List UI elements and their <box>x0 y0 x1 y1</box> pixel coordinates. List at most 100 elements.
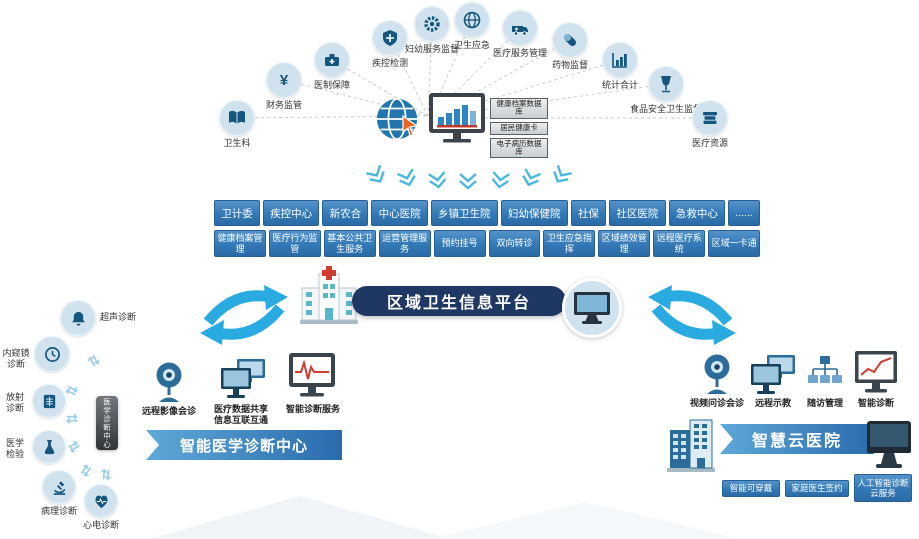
arc-item: 疾控检测 <box>354 20 426 69</box>
platform-monitor-badge <box>562 278 622 338</box>
org-button[interactable]: 社区医院 <box>609 200 666 226</box>
medkit-icon <box>314 42 350 78</box>
service-button[interactable]: 卫生应急指挥 <box>543 230 596 257</box>
down-arrow-icon <box>546 163 575 193</box>
watermark-triangle <box>150 496 450 539</box>
wine-glass-icon <box>648 66 684 102</box>
down-arrow-icon <box>364 163 393 193</box>
down-arrow-icon <box>517 166 543 194</box>
service-button[interactable]: 健康档案管理 <box>214 230 266 257</box>
watermark-triangle <box>430 502 740 539</box>
database-stack: 健康档案数据库 居民健康卡 电子病历数据库 <box>490 98 548 158</box>
service-button[interactable]: 区域绩效管理 <box>598 230 651 257</box>
pill-icon <box>552 22 588 58</box>
down-arrow-icon <box>458 172 478 195</box>
dual-monitors-icon <box>218 356 268 407</box>
stats-chart-icon <box>602 42 638 78</box>
org-button[interactable]: 急救中心 <box>668 200 726 226</box>
flask-icon <box>32 430 66 464</box>
ai-cloud-button[interactable]: 人工智能诊断云服务 <box>854 474 912 502</box>
database-box: 健康档案数据库 <box>490 98 548 119</box>
service-label: 远程影像会诊 <box>141 406 196 416</box>
diagnosis-center-banner: 智能医学诊断中心 <box>146 430 342 460</box>
hospital-building-icon <box>298 264 360 331</box>
arc-item: 卫生科 <box>201 100 273 149</box>
arc-item: 妇幼服务监督 <box>396 6 468 55</box>
service-button[interactable]: 基本公共卫生服务 <box>323 230 376 257</box>
book-icon <box>219 100 255 136</box>
exchange-arrow-icon: ⇄ <box>96 467 114 481</box>
arc-item-label: 医制保障 <box>313 80 350 90</box>
monitor-icon <box>574 292 610 324</box>
service-label: 医疗数据共享信息互联互通 <box>213 404 268 425</box>
network-globe-icon <box>454 2 490 38</box>
org-button[interactable]: 中心医院 <box>371 200 428 226</box>
satellite-label: 病理诊断 <box>40 506 77 516</box>
database-box: 居民健康卡 <box>490 121 548 135</box>
satellite-label: 医学检验 <box>5 438 24 459</box>
arc-item: 药物监督 <box>534 22 606 71</box>
satellite-label: 放射诊断 <box>5 392 24 413</box>
org-button[interactable]: 新农合 <box>322 200 369 226</box>
satellite-label: 超声诊断 <box>99 312 136 322</box>
cloud-hospital-building-icon <box>666 414 716 477</box>
down-arrow-icon <box>488 170 511 196</box>
down-arrow-icon <box>426 170 449 196</box>
organizations-row: 卫计委 疾控中心 新农合 中心医院 乡镇卫生院 妇幼保健院 社保 社区医院 急救… <box>214 200 761 226</box>
org-button[interactable]: 卫计委 <box>214 200 260 226</box>
org-button[interactable]: 社保 <box>570 200 607 226</box>
services-row: 健康档案管理 医疗行为监管 基本公共卫生服务 运营管理服务 预约挂号 双向转诊 … <box>214 230 761 257</box>
arc-item-label: 妇幼服务监督 <box>404 44 459 54</box>
arc-item: 医制保障 <box>296 42 368 91</box>
service-button[interactable]: 区域一卡通 <box>708 230 761 257</box>
diagnosis-terminal-device: 医学诊断中心 <box>96 396 118 450</box>
service-button[interactable]: 远程医疗系统 <box>653 230 706 257</box>
shield-cross-icon <box>372 20 408 56</box>
org-button[interactable]: ...... <box>728 200 761 226</box>
service-label: 视频问诊会诊 <box>689 398 744 408</box>
org-button[interactable]: 疾控中心 <box>262 200 320 226</box>
service-button[interactable]: 预约挂号 <box>433 230 486 257</box>
service-button[interactable]: 医疗行为监管 <box>268 230 321 257</box>
service-label: 智能诊断 <box>857 398 894 408</box>
stacked-books-icon <box>692 100 728 136</box>
arc-item-label: 卫生应急 <box>453 40 490 50</box>
family-doctor-button[interactable]: 家庭医生签约 <box>785 480 849 497</box>
dashboard-monitor-icon <box>426 92 488 151</box>
arc-item-label: 药物监督 <box>551 60 588 70</box>
arc-item-label: 医疗服务管理 <box>492 48 547 58</box>
platform-title: 区域卫生信息平台 <box>386 295 531 312</box>
service-button[interactable]: 双向转诊 <box>488 230 541 257</box>
line-chart-monitor-icon <box>854 350 898 401</box>
diagnosis-center-title: 智能医学诊断中心 <box>179 437 308 455</box>
cloud-hospital-banner: 智慧云医院 <box>720 424 874 454</box>
arc-item-label: 统计合计 <box>601 80 638 90</box>
service-button[interactable]: 运营管理服务 <box>378 230 431 257</box>
arc-item: 医疗服务管理 <box>484 10 556 59</box>
bell-icon <box>60 300 96 336</box>
heart-ecg-icon <box>84 484 118 518</box>
webcam-icon <box>152 360 186 409</box>
org-button[interactable]: 妇幼保健院 <box>500 200 568 226</box>
cloud-hospital-title: 智慧云医院 <box>751 433 842 450</box>
arc-item-label: 卫生科 <box>223 138 251 148</box>
wearable-button[interactable]: 智能可穿戴 <box>722 480 780 497</box>
ambulance-icon <box>502 10 538 46</box>
org-button[interactable]: 乡镇卫生院 <box>430 200 498 226</box>
microscope-icon <box>42 470 76 504</box>
down-arrow-icon <box>395 166 421 194</box>
xray-icon <box>32 384 66 418</box>
database-box: 电子病历数据库 <box>490 137 548 158</box>
clock-icon <box>34 336 70 372</box>
arc-item: 统计合计 <box>584 42 656 91</box>
exchange-arrow-icon: ⇄ <box>66 410 78 426</box>
arc-item-label: 医疗资源 <box>691 138 728 148</box>
diagnosis-terminal-label: 医学诊断中心 <box>102 397 112 449</box>
webcam-icon <box>700 352 734 401</box>
dual-monitors-icon <box>748 352 798 403</box>
ecg-monitor-icon <box>288 352 336 405</box>
arc-item: 食品安全卫生监督 <box>630 66 702 115</box>
arc-item: ¥ 财务监管 <box>248 62 320 111</box>
